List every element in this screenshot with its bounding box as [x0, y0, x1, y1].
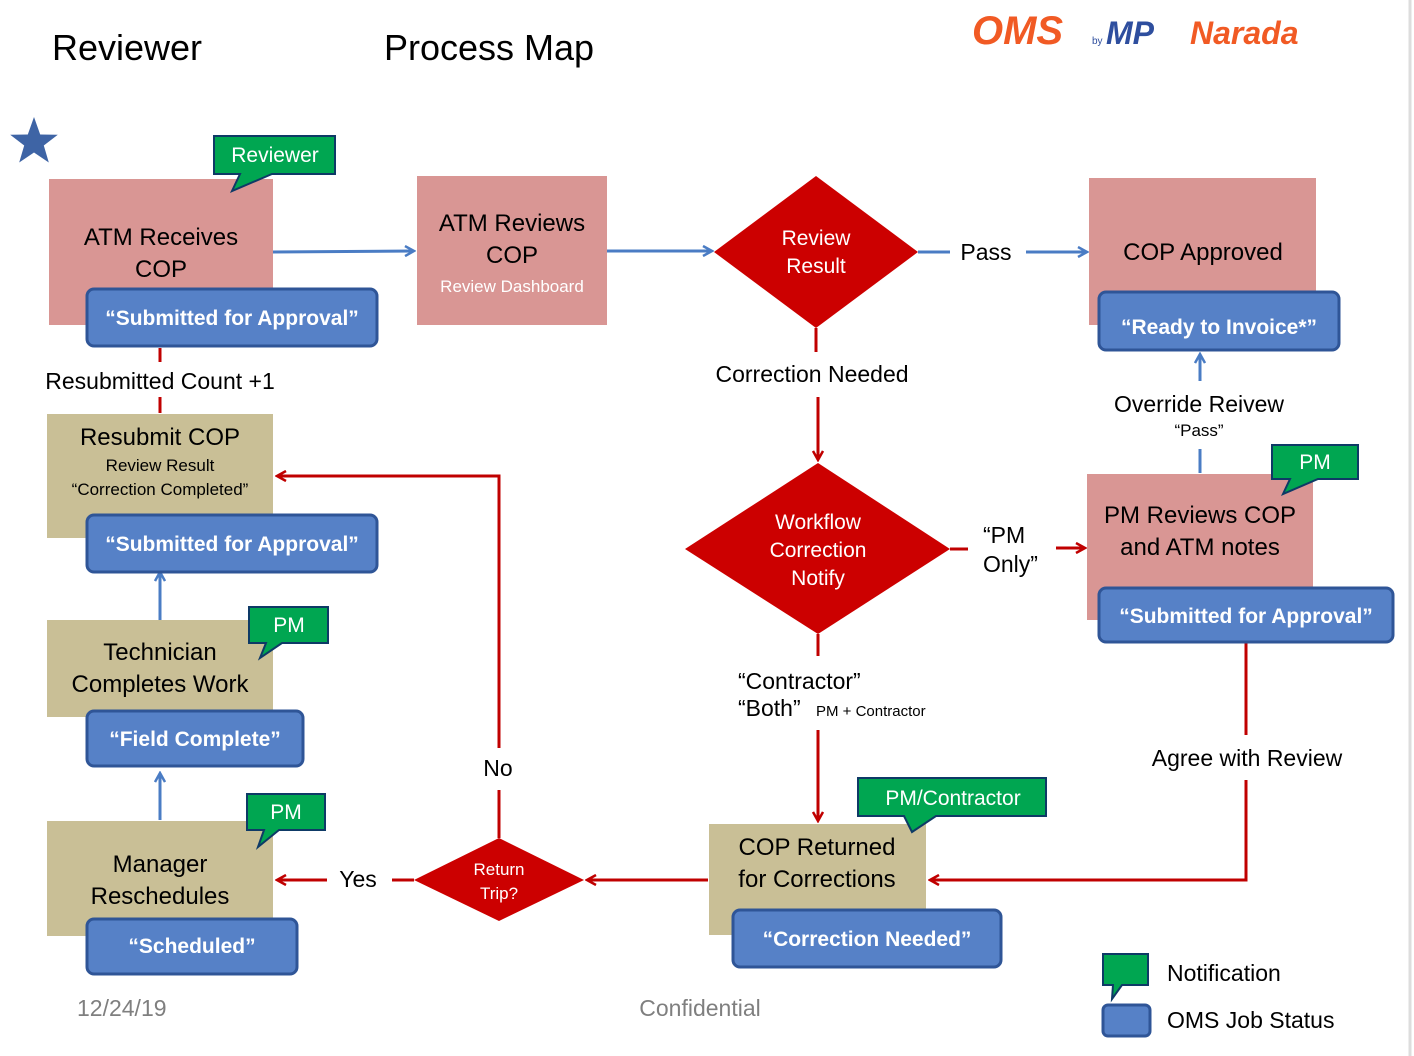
status-badge-submitted-3: [1097, 586, 1395, 644]
node-technician-completes: Technician Completes Work “Field Complet…: [47, 606, 329, 768]
label-agree-review: Agree with Review: [1152, 745, 1343, 771]
legend-status-label: OMS Job Status: [1167, 1007, 1334, 1033]
workflow-line1: Workflow: [775, 511, 862, 534]
resubmit-line1: Resubmit COP: [80, 424, 240, 451]
resubmit-line2: Review Result: [106, 456, 215, 475]
return-trip-diamond: [414, 838, 584, 921]
edge-receives-to-reviews: [272, 251, 414, 252]
atm-reviews-line2: COP: [486, 242, 538, 269]
node-pm-reviews-cop: PM Reviews COP and ATM notes “Submitted …: [1087, 444, 1395, 644]
legend-status-swatch: [1101, 1003, 1152, 1038]
footer-confidential: Confidential: [639, 995, 760, 1021]
pm-reviews-line2: and ATM notes: [1120, 534, 1280, 561]
notification-pm-2: PM: [273, 614, 305, 637]
logo-by: by: [1092, 36, 1103, 47]
decision-review-result: Review Result: [714, 176, 918, 328]
decision-return-trip: Return Trip?: [414, 838, 584, 921]
label-pm-contractor-small: PM + Contractor: [816, 703, 926, 720]
pm-reviews-line1: PM Reviews COP: [1104, 502, 1296, 529]
label-correction-needed: Correction Needed: [715, 361, 908, 387]
manager-box: [47, 821, 273, 936]
legend: Notification OMS Job Status: [1101, 953, 1334, 1038]
atm-reviews-box: [417, 176, 607, 325]
node-resubmit-cop: Resubmit COP Review Result “Correction C…: [47, 414, 379, 574]
label-both: “Both”: [738, 695, 801, 721]
footer-date: 12/24/19: [77, 995, 167, 1021]
technician-line1: Technician: [103, 639, 216, 666]
status-ready-invoice: “Ready to Invoice*”: [1121, 316, 1317, 339]
label-pm-only-1: “PM: [983, 522, 1025, 548]
status-submitted-1: “Submitted for Approval”: [105, 307, 359, 330]
manager-line2: Reschedules: [91, 883, 230, 910]
atm-receives-line1: ATM Receives: [84, 224, 238, 251]
label-contractor: “Contractor”: [738, 668, 861, 694]
label-override-pass: “Pass”: [1174, 421, 1223, 440]
resubmit-line3: “Correction Completed”: [72, 480, 249, 499]
decision-workflow-correction: Workflow Correction Notify: [685, 463, 950, 634]
status-badge-submitted-1: [85, 287, 379, 348]
notification-callout-pm-3: [246, 793, 326, 851]
edge-no-b: [277, 476, 501, 748]
manager-line1: Manager: [113, 851, 208, 878]
review-result-diamond: [714, 176, 918, 328]
atm-reviews-sub: Review Dashboard: [440, 277, 584, 296]
node-atm-reviews-cop: ATM Reviews COP Review Dashboard: [417, 176, 607, 325]
workflow-line3: Notify: [791, 567, 845, 590]
star-icon: [10, 117, 58, 163]
status-scheduled: “Scheduled”: [128, 935, 255, 958]
logo-mp: MP: [1106, 15, 1155, 51]
legend-notification-swatch: [1102, 953, 1149, 1003]
notification-reviewer: Reviewer: [231, 144, 319, 167]
node-manager-reschedules: Manager Reschedules “Scheduled” PM: [47, 793, 326, 976]
node-atm-receives-cop: ATM Receives COP “Submitted for Approval…: [49, 135, 379, 348]
review-result-line2: Result: [786, 255, 846, 278]
label-pm-only-2: Only”: [983, 551, 1038, 577]
page-subtitle: Process Map: [384, 27, 594, 68]
notification-callout-pm-contractor: [857, 777, 1047, 834]
cop-approved-line1: COP Approved: [1123, 239, 1283, 266]
notification-callout-reviewer: [213, 135, 336, 193]
edge-agree-b: [930, 780, 1248, 880]
status-badge-submitted-2: [85, 513, 379, 574]
notification-callout-pm-1: [1271, 444, 1359, 496]
label-yes: Yes: [339, 866, 377, 892]
node-cop-returned: COP Returned for Corrections “Correction…: [709, 777, 1047, 969]
label-resubmitted-count: Resubmitted Count +1: [45, 368, 275, 394]
notification-pm-1: PM: [1299, 451, 1331, 474]
technician-line2: Completes Work: [72, 671, 250, 698]
notification-pm-contractor: PM/Contractor: [885, 787, 1020, 810]
logo-narada: Narada: [1190, 15, 1299, 51]
notification-callout-pm-2: [248, 606, 329, 661]
return-trip-line1: Return: [473, 860, 524, 879]
atm-reviews-line1: ATM Reviews: [439, 210, 585, 237]
page-title: Reviewer: [52, 27, 202, 68]
workflow-diamond: [685, 463, 950, 634]
notification-pm-3: PM: [270, 801, 302, 824]
status-field-complete: “Field Complete”: [109, 728, 281, 751]
label-pass: Pass: [960, 239, 1011, 265]
node-cop-approved: COP Approved “Ready to Invoice*”: [1089, 178, 1341, 352]
cop-returned-line2: for Corrections: [738, 866, 895, 893]
workflow-line2: Correction: [770, 539, 867, 562]
status-badge-scheduled: [85, 917, 299, 976]
status-badge-ready-invoice: [1097, 290, 1341, 352]
label-no: No: [483, 755, 512, 781]
status-badge-field-complete: [85, 709, 305, 768]
technician-box: [47, 620, 273, 717]
status-correction-needed: “Correction Needed”: [763, 928, 972, 951]
status-submitted-2: “Submitted for Approval”: [105, 533, 359, 556]
company-logo: OMS by MP Narada: [972, 9, 1299, 53]
review-result-line1: Review: [782, 227, 852, 250]
status-submitted-3: “Submitted for Approval”: [1119, 605, 1373, 628]
return-trip-line2: Trip?: [480, 884, 518, 903]
cop-returned-line1: COP Returned: [739, 834, 896, 861]
status-badge-correction-needed: [731, 908, 1003, 969]
label-override-review: Override Reivew: [1114, 391, 1284, 417]
atm-receives-line2: COP: [135, 256, 187, 283]
logo-oms: OMS: [972, 9, 1063, 53]
legend-notification-label: Notification: [1167, 960, 1281, 986]
